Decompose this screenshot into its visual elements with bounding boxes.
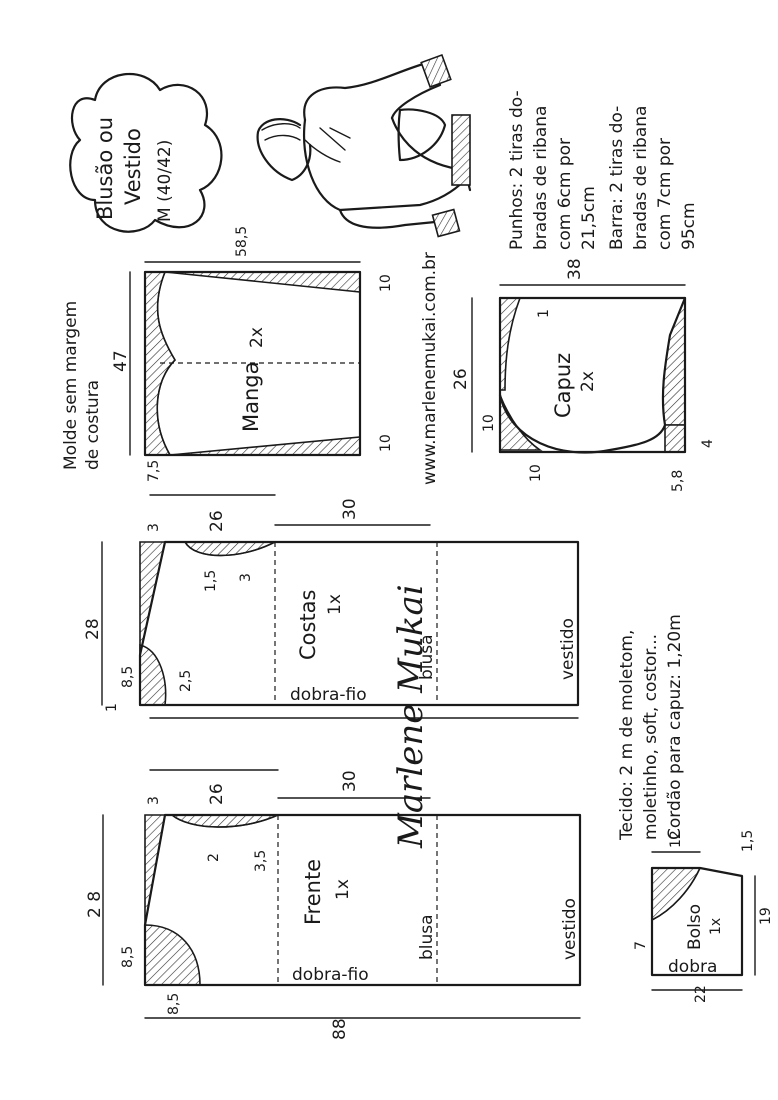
back-dim-28: 28 [83,618,103,640]
sleeve-dim-r1: 10 [378,274,394,292]
hood-name: Capuz [551,353,575,418]
pocket-count: 1x [708,918,724,935]
front-dim-35: 3,5 [253,850,269,872]
fabric-line-1: Tecido: 2 m de moletom, [617,630,637,841]
back-name: Costas [296,590,320,661]
back-count: 1x [325,594,345,615]
front-name: Frente [301,859,325,925]
cuffs-line-4: 21,5cm [579,186,599,250]
cuffs-line-1: Punhos: 2 tiras do- [507,90,527,250]
back-dim-85: 8,5 [120,666,136,688]
back-dim-3: 3 [146,523,162,532]
back-dim-15: 1,5 [203,570,219,592]
sleeve-name: Manga [239,362,263,433]
hood-dim-height: 26 [451,368,471,390]
pocket-dim-7: 7 [633,941,649,950]
hood-count: 2x [578,371,598,392]
hood-dim-58: 5,8 [670,470,686,492]
hem-line-2: bradas de ribana [631,106,651,250]
hood-dim-10a: 10 [481,414,497,432]
hood-dim-10b: 10 [528,464,544,482]
hem-line-4: 95cm [679,202,699,250]
title-line-3: M (40/42) [155,140,175,222]
back-dim-3b: 3 [238,573,254,582]
sleeve-dim-length: 47 [111,350,131,372]
pocket-name: Bolso [685,904,705,950]
back-blusa: blusa [417,634,437,680]
rib-notes: Punhos: 2 tiras do- bradas de ribana com… [507,90,699,250]
back-fold: dobra-fio [290,685,367,705]
designer-signature: Marlene Mukai [391,584,431,849]
front-dim-85b: 8,5 [166,993,182,1015]
pocket-dim-15: 1,5 [740,830,756,852]
cuffs-line-3: com 6cm por [555,138,575,250]
front-dim-3: 3 [146,796,162,805]
back-piece: Costas 1x dobra-fio blusa vestido 26 3 3… [83,494,580,719]
pocket-dim-19: 19 [758,907,774,925]
hood-dim-width: 38 [565,258,585,280]
fabric-note: Tecido: 2 m de moletom, moletinho, soft,… [617,614,685,841]
cuffs-line-2: bradas de ribana [531,106,551,250]
hem-line-1: Barra: 2 tiras do- [607,106,627,250]
hoodie-illustration [256,53,472,238]
pocket-fold: dobra [668,957,717,977]
hood-piece: Capuz 2x 38 26 10 10 1 5,8 4 [451,258,716,492]
back-dim-30: 30 [340,498,360,520]
front-dim-2: 2 [206,853,222,862]
front-fold: dobra-fio [292,965,369,985]
sleeve-piece: Manga 2x 47 58,5 10 10 7,5 [111,226,394,482]
front-blusa: blusa [417,914,437,960]
pocket-dim-22: 22 [693,985,709,1003]
website-url: www.marlenemukai.com.br [420,252,440,485]
title-line-2: Vestido [121,128,145,205]
fabric-line-3: Cordão para capuz: 1,20m [665,614,685,840]
back-vestido: vestido [558,618,578,680]
front-count: 1x [333,879,353,900]
front-vestido: vestido [560,898,580,960]
margin-note-line-1: Molde sem margem [61,301,81,470]
front-dim-88: 88 [330,1018,350,1040]
title-line-1: Blusão ou [93,117,117,220]
fabric-line-2: moletinho, soft, costor... [641,634,661,840]
margin-note-line-2: de costura [83,380,103,470]
front-dim-26: 26 [207,783,227,805]
front-piece: Frente 1x dobra-fio blusa vestido 26 3 3… [85,769,582,1040]
sleeve-dim-cap: 7,5 [146,460,162,482]
sleeve-dim-r2: 10 [378,434,394,452]
front-dim-30: 30 [340,770,360,792]
hood-dim-1: 1 [536,309,552,318]
pocket-dim-12: 12 [668,830,684,848]
sleeve-count: 2x [247,327,267,348]
front-dim-28: 2 8 [85,891,105,918]
hem-line-3: com 7cm por [655,138,675,250]
back-dim-1: 1 [104,703,120,712]
title-cloud: Blusão ou Vestido M (40/42) [69,72,223,233]
hood-dim-4: 4 [700,439,716,448]
front-dim-85: 8,5 [120,946,136,968]
back-dim-26: 26 [207,510,227,532]
back-dim-25: 2,5 [178,670,194,692]
sleeve-dim-top: 58,5 [234,226,250,257]
pocket-piece: Bolso 1x dobra 12 1,5 7 19 22 [633,830,774,1003]
